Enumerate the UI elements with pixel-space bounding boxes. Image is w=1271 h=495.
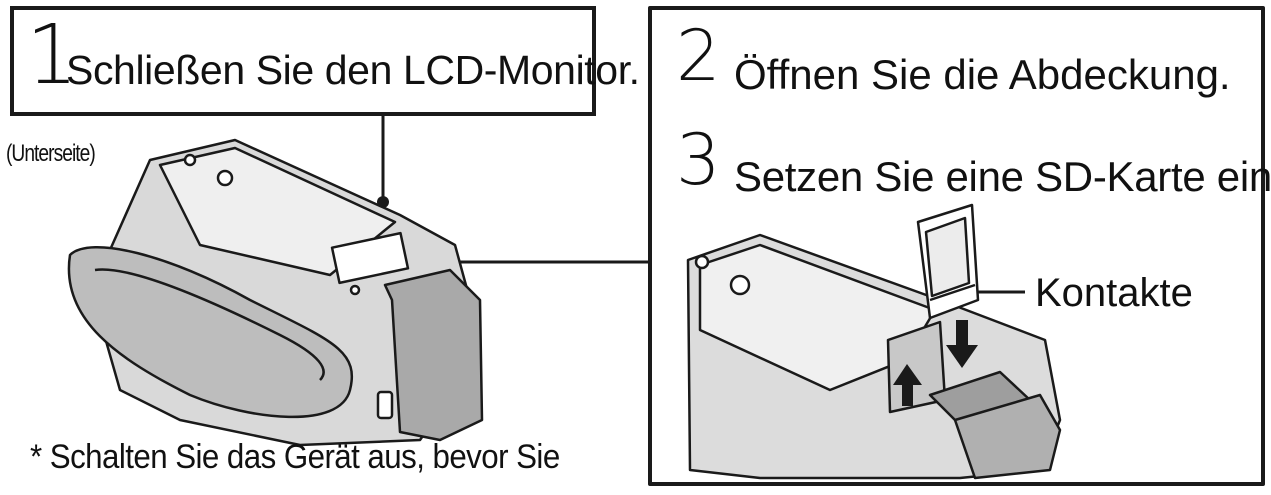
step-1-number: 1 (26, 8, 79, 103)
contacts-label: Kontakte (1035, 271, 1193, 315)
step-2-number: 2 (676, 15, 721, 97)
sd-card-illustration (916, 203, 980, 320)
footnote: * Schalten Sie das Gerät aus, bevor Sie (30, 438, 560, 476)
arrow-up-icon (893, 364, 922, 406)
camcorder-illustration (67, 138, 484, 447)
step-1-text: Schließen Sie den LCD-Monitor. (66, 47, 640, 93)
arrow-down-icon (946, 320, 978, 368)
step1-callout-box (10, 6, 596, 116)
step-3-number: 3 (676, 119, 721, 201)
step-3-text: Setzen Sie eine SD-Karte ein. (734, 153, 1271, 200)
card-slot-illustration (686, 233, 1062, 480)
step-2-text: Öffnen Sie die Abdeckung. (734, 51, 1231, 98)
underside-label: (Unterseite) (6, 140, 96, 167)
